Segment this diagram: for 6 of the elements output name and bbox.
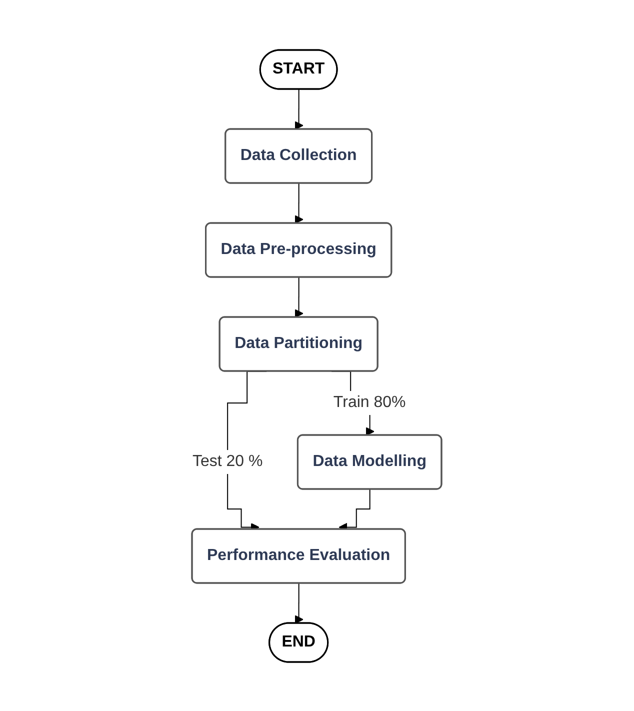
edge-label: Test 20 % <box>192 452 263 470</box>
arrow <box>294 582 304 624</box>
arrow <box>294 88 304 130</box>
arrow <box>294 276 304 318</box>
edge-label: Train 80% <box>334 393 406 410</box>
arrow <box>294 182 304 224</box>
